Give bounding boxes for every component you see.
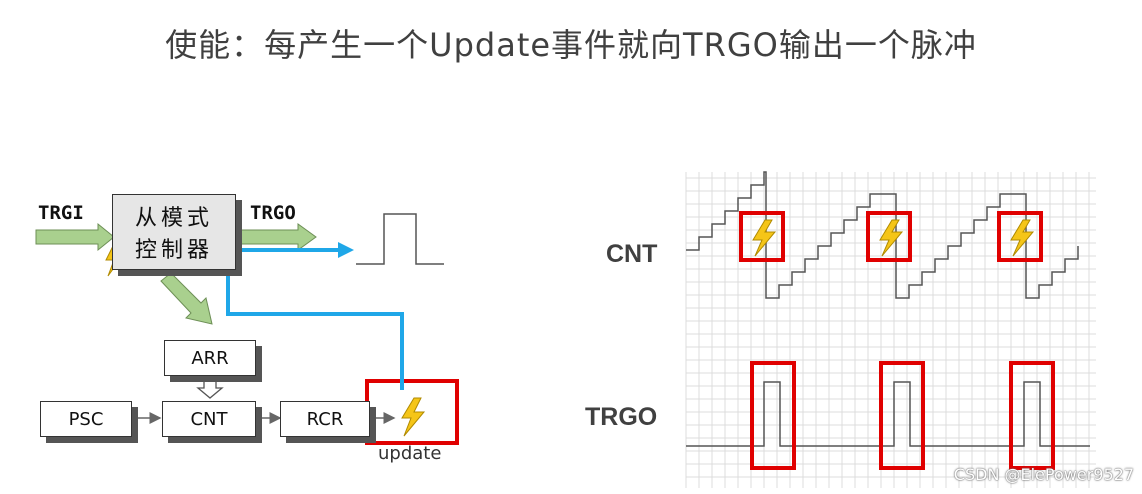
slave-controller-line2: 控制器 (134, 238, 213, 263)
page-title: 使能：每产生一个Update事件就向TRGO输出一个脉冲 (165, 26, 977, 64)
cnt-update-highlight-box (739, 211, 785, 262)
cnt-update-highlight-box (866, 211, 912, 262)
output-pulse (356, 213, 444, 265)
trgo-signal-label: TRGO (585, 403, 658, 431)
cnt-label: CNT (190, 408, 228, 430)
arr-box: ARR (164, 340, 256, 376)
update-signal-line (226, 248, 404, 390)
arr-label: ARR (191, 347, 229, 369)
slave-controller-line1: 从模式 (134, 206, 213, 231)
trgo-label: TRGO (250, 202, 296, 224)
slave-to-cnt-arrow (160, 272, 213, 325)
trgo-waveform (686, 381, 1090, 447)
lightning-icon (1010, 219, 1035, 257)
rcr-label: RCR (306, 408, 344, 430)
trgi-arrow (35, 222, 115, 252)
psc-box: PSC (40, 401, 132, 437)
trgo-arrow (237, 223, 317, 251)
update-label: update (378, 443, 442, 464)
update-signal-arrowhead (338, 242, 354, 258)
cnt-box: CNT (162, 401, 256, 437)
cnt-update-highlight-box (997, 211, 1043, 262)
trgo-pulse-highlight-box (750, 361, 796, 470)
trgo-pulse-highlight-box (1009, 361, 1055, 470)
cnt-waveform (686, 171, 1079, 299)
rcr-box: RCR (280, 401, 370, 437)
psc-label: PSC (68, 408, 104, 430)
slave-mode-controller-box: 从模式 控制器 (112, 194, 236, 270)
cnt-signal-label: CNT (606, 240, 658, 268)
arr-to-cnt-arrow (196, 377, 224, 399)
watermark: CSDN @ElePower9527 (953, 465, 1134, 484)
trgi-label: TRGI (38, 202, 84, 224)
lightning-icon (401, 397, 426, 437)
timing-grid (685, 172, 1096, 488)
trgo-pulse-highlight-box (879, 361, 925, 470)
lightning-icon (879, 219, 904, 257)
lightning-icon (752, 219, 777, 257)
